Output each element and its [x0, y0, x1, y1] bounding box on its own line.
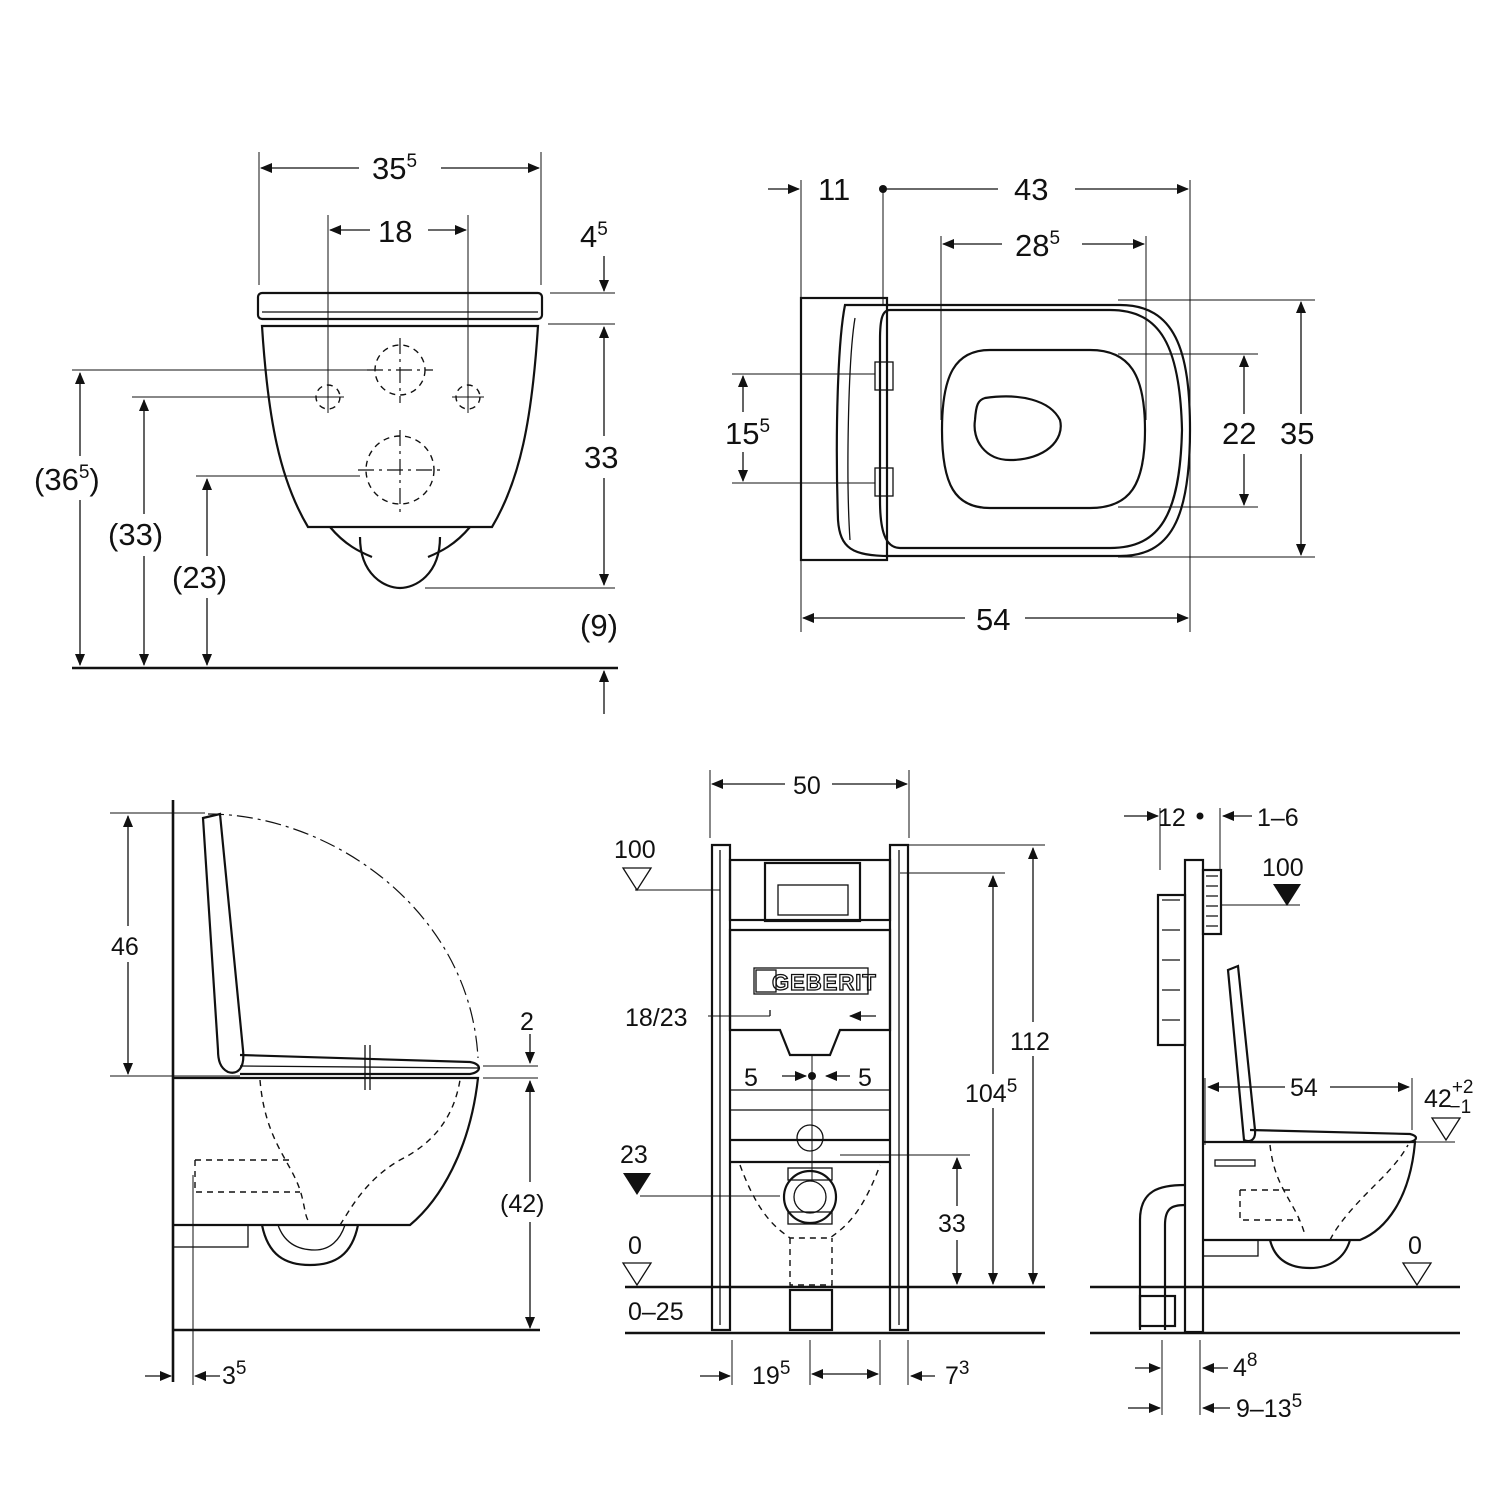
label-foot-range: 0–25 — [628, 1298, 684, 1326]
dim-depth: 12 — [1158, 804, 1186, 832]
dim-lid: 46 — [111, 933, 139, 961]
lid-side — [1226, 964, 1257, 1143]
dim-width: 355 — [372, 151, 417, 186]
dim-seat: 2 — [520, 1008, 534, 1036]
cistern — [728, 858, 892, 922]
frame-uprights — [710, 843, 910, 1332]
dim-foot-left: 195 — [752, 1358, 790, 1390]
dim-range: 9–135 — [1236, 1391, 1302, 1423]
label-floor: 0 — [628, 1232, 642, 1260]
dim-holes: 18 — [378, 214, 412, 249]
lid-upright — [201, 812, 245, 1074]
seat-side — [239, 1053, 481, 1076]
label-supply: 23 — [620, 1141, 648, 1169]
dim-projection: 54 — [1290, 1074, 1318, 1102]
dim-h-top: (365) — [34, 462, 100, 497]
dim-drain: 33 — [938, 1210, 966, 1238]
label-actuation: 100 — [614, 836, 656, 864]
brand-logo: GEBERIT — [772, 970, 877, 995]
top-view: 11 43 285 155 22 35 54 — [722, 172, 1324, 637]
cistern-side — [1156, 893, 1187, 1047]
bowl-side — [1203, 1140, 1417, 1242]
label-connection: 18/23 — [625, 1004, 688, 1032]
dim-bolt-right: 5 — [858, 1064, 872, 1092]
drain-connector — [782, 1169, 838, 1225]
dim-height: (42) — [500, 1190, 544, 1218]
wall-block — [799, 296, 889, 562]
dim-h-mid: (33) — [108, 517, 163, 552]
dim-wall: 11 — [818, 172, 850, 207]
bowl-outline — [260, 324, 540, 529]
side-view: 46 2 (42) 35 — [106, 800, 559, 1390]
dim-bolt-left: 5 — [744, 1064, 758, 1092]
dim-seat: 45 — [580, 219, 608, 254]
dim-ground-gap: (9) — [580, 608, 618, 643]
bowl-side — [173, 1076, 480, 1227]
seat-opening — [940, 348, 1147, 510]
dim-opening: 285 — [1015, 228, 1060, 263]
label-floor: 0 — [1408, 1232, 1422, 1260]
seat-outline — [256, 291, 544, 321]
dim-foot-right: 73 — [945, 1358, 969, 1390]
dim-h-low: (23) — [172, 560, 227, 595]
dim-length: 43 — [1014, 172, 1048, 207]
dim-height-frame: 1045 — [965, 1076, 1017, 1108]
label-actuation: 100 — [1262, 854, 1304, 882]
dim-width: 35 — [1280, 416, 1314, 451]
dim-hinge: 155 — [725, 416, 770, 451]
dim-gap: 1–6 — [1257, 804, 1299, 832]
dim-foot: 48 — [1233, 1350, 1257, 1382]
dim-body-height: 33 — [584, 440, 618, 475]
frame-front-view: GEBERIT 50 100 18/23 5 5 23 0 0–25 112 1… — [614, 770, 1063, 1390]
label-seat-height: 42+2−1 — [1424, 1077, 1473, 1118]
frame-profile — [1183, 858, 1205, 1334]
dim-total: 54 — [976, 602, 1010, 637]
front-view: 355 18 45 33 (9) (365) (33) (23) — [30, 151, 632, 714]
seat-plan — [835, 303, 1192, 558]
dim-inner: 22 — [1222, 416, 1256, 451]
dim-width: 50 — [793, 772, 821, 800]
fixing-holes — [312, 338, 484, 512]
frame-side-view: 12 1–6 100 54 42+2−1 0 48 9–135 — [1090, 804, 1473, 1423]
dim-height-total: 112 — [1010, 1028, 1050, 1056]
dim-offset: 35 — [222, 1358, 246, 1390]
